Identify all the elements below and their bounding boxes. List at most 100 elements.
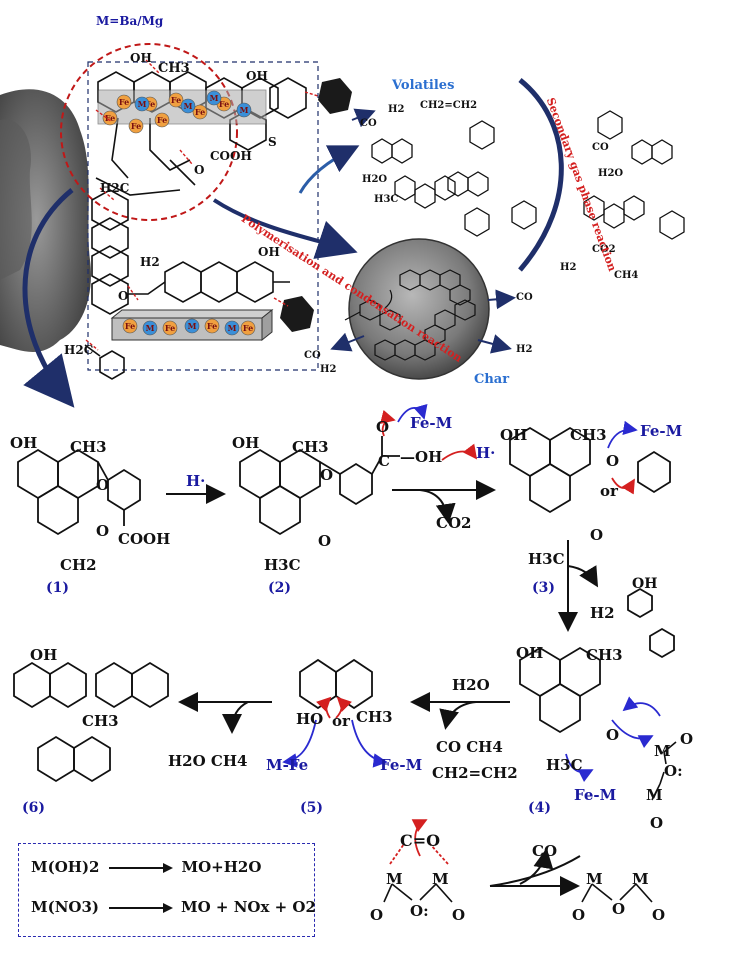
legend-nitrate: M(NO3) [31, 898, 100, 916]
volatiles-label: Volatiles [392, 78, 455, 93]
fe-m-label-5: Fe-M [380, 756, 423, 774]
mol4-metal-2: M [646, 786, 663, 804]
mol6-naphthol-oh: OH [30, 646, 57, 664]
ethylene-product: CH2=CH2 [432, 764, 518, 782]
catalyst-zone-circle [60, 43, 238, 221]
struct-ether-o: O [118, 289, 128, 303]
svg-text:Fe: Fe [131, 121, 141, 131]
mol2-carbonyl-o: O [376, 418, 389, 436]
mol2-carbon: C [378, 452, 390, 470]
mol4-oxygen-2: O [650, 814, 663, 832]
fe-particle: Fe [102, 110, 118, 126]
legend-row-nitrate: M(NO3)MO + NOx + O2 [31, 898, 316, 916]
volatile-ch4: CH4 [614, 270, 638, 281]
mol3-ch3: CH3 [570, 426, 607, 444]
co2-product: CO2 [436, 514, 472, 532]
char-h2-2: H2 [320, 364, 336, 375]
svg-text:Fe: Fe [145, 99, 155, 109]
char-sphere [344, 238, 490, 380]
struct-oh: OH [130, 51, 152, 65]
metal-label: M=Ba/Mg [96, 14, 164, 28]
struct-sulfur: S [268, 135, 277, 149]
svg-text:Fe: Fe [219, 99, 229, 109]
step-label-3: (3) [532, 580, 555, 596]
mol3-ether-o: O [606, 452, 619, 470]
h-radical-label: H· [186, 472, 206, 490]
fe-particle: Fe [128, 118, 144, 134]
mol1-oh: OH [10, 434, 37, 452]
bridge-metal-1: M [386, 870, 403, 888]
struct-ketone-o: O [194, 163, 204, 177]
m-particle: M [184, 318, 200, 334]
fe-m-label: Fe-M [410, 414, 453, 432]
volatile-co-2: CO [592, 142, 609, 153]
fe-particle: Fe [204, 318, 220, 334]
h-radical-label-2: H· [476, 444, 496, 462]
phenol-oh: OH [632, 576, 657, 592]
char-h2: H2 [516, 344, 532, 355]
svg-text:M: M [188, 321, 197, 331]
fe-particle: Fe [192, 104, 208, 120]
mol2-ketone-o: O [318, 532, 331, 550]
fe-m-label-3: Fe-M [640, 422, 683, 440]
reaction-arrows [166, 480, 599, 896]
mol1-ch3: CH3 [70, 438, 107, 456]
mol4-oxygen-1: O [680, 730, 693, 748]
mol1-ether-o: O [96, 476, 109, 494]
struct-ch3: CH3 [158, 61, 190, 76]
fe-particle: Fe [122, 318, 138, 334]
mol4-h3c: H3C [546, 756, 583, 774]
mol3-or: or [600, 482, 619, 500]
bridge-oxygen-2: O: [410, 902, 429, 920]
svg-text:Fe: Fe [243, 323, 253, 333]
svg-text:Fe: Fe [195, 107, 205, 117]
svg-text:Fe: Fe [119, 97, 129, 107]
mol1-cooh: COOH [118, 530, 170, 548]
product-metal-1: M [586, 870, 603, 888]
svg-text:Fe: Fe [105, 113, 115, 123]
volatile-h2-2: H2 [560, 262, 576, 273]
mol4-ch3: CH3 [586, 646, 623, 664]
svg-text:Fe: Fe [157, 115, 167, 125]
mol3-h3c: H3C [528, 550, 565, 568]
struct-h2: H2 [140, 255, 160, 269]
fe-particle: Fe [240, 320, 256, 336]
product-metal-2: M [632, 870, 649, 888]
mol2-ether-o: O [320, 466, 333, 484]
process-arrows [22, 78, 564, 408]
legend-hydroxide: M(OH)2 [31, 858, 100, 876]
m-particle: M [142, 320, 158, 336]
legend-row-hydroxide: M(OH)2 MO+H2O [31, 858, 261, 876]
legend-hydroxide-product: MO+H2O [181, 858, 262, 876]
h2o-ch4-products: H2O CH4 [168, 752, 248, 770]
step-label-4: (4) [528, 800, 551, 816]
svg-text:Fe: Fe [171, 95, 181, 105]
reaction-zone-box [87, 61, 319, 371]
fe-particle: Fe [168, 92, 184, 108]
mol3-oh: OH [500, 426, 527, 444]
svg-text:M: M [240, 105, 249, 115]
mol4-oxygen-bridge: O: [664, 762, 683, 780]
svg-text:M: M [210, 93, 219, 103]
char-label: Char [474, 372, 510, 387]
m-fe-label: M-Fe [266, 756, 309, 774]
svg-text:M: M [228, 323, 237, 333]
mol2-oh: OH [232, 434, 259, 452]
volatile-methyl: H3C [374, 194, 398, 205]
svg-text:Fe: Fe [165, 323, 175, 333]
m-particle: M [236, 102, 252, 118]
step-label-5: (5) [300, 800, 323, 816]
fe-particle: Fe [154, 112, 170, 128]
bond-cleavage-marks [85, 59, 319, 351]
pore-blocks [280, 78, 352, 332]
h2-product: H2 [590, 604, 615, 622]
co-ch4-products: CO CH4 [436, 738, 503, 756]
product-oxygen-2: O [612, 900, 625, 918]
mol2-ch3: CH3 [292, 438, 329, 456]
volatile-structures [371, 110, 685, 240]
mol4-metal-1: M [654, 742, 671, 760]
mol3-ketone-o: O [590, 526, 603, 544]
